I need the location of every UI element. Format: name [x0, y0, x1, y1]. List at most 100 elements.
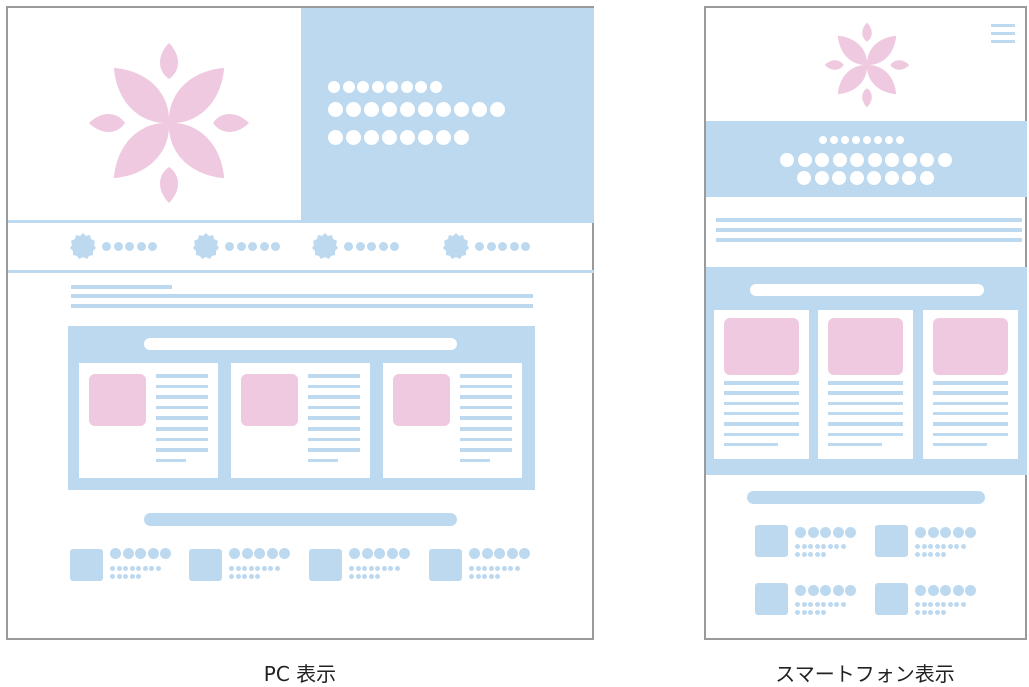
pc-card-image	[393, 374, 450, 426]
sp-card-text-line	[724, 381, 799, 385]
sp-item-title	[915, 585, 976, 596]
pc-card-text-line	[308, 437, 360, 442]
sp-card-text-line	[933, 401, 1008, 406]
sp-card-text-line	[933, 442, 987, 447]
sp-text-line	[716, 228, 1022, 232]
pc-item-thumb	[189, 549, 222, 581]
sp-card-text-line	[933, 381, 1008, 385]
sp-item-thumb	[875, 525, 908, 557]
sp-card-text-line	[828, 442, 882, 447]
pc-text-line-short	[71, 285, 172, 289]
pc-item-text	[110, 574, 141, 579]
sp-hero-dots-3	[797, 171, 934, 185]
sp-item-text	[795, 552, 826, 557]
pc-item-text	[469, 566, 520, 571]
sp-card-image	[828, 318, 903, 375]
pc-item-thumb	[70, 549, 103, 581]
sp-item-title	[795, 585, 856, 596]
sp-item-text	[915, 544, 966, 549]
pc-card-text-line	[156, 384, 208, 389]
sp-card-text-line	[724, 411, 799, 416]
pc-item-text	[229, 566, 280, 571]
pc-text-line	[71, 294, 533, 298]
pc-card-text-line	[156, 374, 208, 378]
pc-card-text-line	[156, 395, 208, 399]
pc-item-thumb	[429, 549, 462, 581]
sp-card-text-line	[724, 401, 799, 406]
sp-card-text-line	[828, 411, 903, 416]
pc-card-text-line	[308, 416, 360, 420]
pc-card-text-line	[156, 458, 186, 463]
sp-card-image	[724, 318, 799, 375]
pc-item-text	[110, 566, 161, 571]
badge-icon[interactable]	[443, 233, 469, 259]
pc-card-text-line	[308, 374, 360, 378]
sp-card-text-line	[724, 422, 799, 426]
pc-item-text	[349, 566, 400, 571]
pc-nav-item-label[interactable]	[102, 242, 157, 251]
pc-card-text-line	[308, 405, 360, 410]
sp-hero-panel	[706, 121, 1027, 197]
pc-bottom-heading	[144, 513, 457, 526]
pc-item-text	[349, 574, 380, 579]
sp-item-title	[795, 527, 856, 538]
pc-hero-dots-2	[328, 102, 505, 117]
pc-item-title	[469, 548, 530, 559]
pc-card-text-line	[308, 384, 360, 389]
badge-icon[interactable]	[70, 233, 96, 259]
sp-hero-dots-1	[819, 136, 904, 144]
sp-text-line	[716, 218, 1022, 222]
pc-card-text-line	[156, 416, 208, 420]
pc-card-text-line	[460, 448, 512, 452]
sp-item-text	[795, 610, 826, 615]
pc-nav-item-label[interactable]	[344, 242, 399, 251]
pc-nav-item-label[interactable]	[475, 242, 530, 251]
sp-card-text-line	[828, 422, 903, 426]
pc-card-text-line	[308, 458, 338, 463]
pc-nav-item-label[interactable]	[225, 242, 280, 251]
sp-card-text-line	[828, 401, 903, 406]
sp-card-text-line	[933, 422, 1008, 426]
pc-card-text-line	[460, 405, 512, 410]
pc-card-text-line	[460, 374, 512, 378]
pc-nav-top-divider	[8, 220, 594, 223]
sp-card-image	[933, 318, 1008, 375]
pc-card-text-line	[460, 395, 512, 399]
flower-icon	[89, 43, 249, 203]
sp-item-text	[915, 552, 946, 557]
pc-nav-bottom-divider	[8, 270, 594, 273]
badge-icon[interactable]	[312, 233, 338, 259]
pc-hero-dots-3	[328, 130, 469, 145]
pc-item-title	[110, 548, 171, 559]
sp-caption: スマートフォン表示	[775, 662, 955, 686]
pc-card-text-line	[308, 448, 360, 452]
pc-item-title	[349, 548, 410, 559]
sp-card-text-line	[724, 432, 799, 436]
sp-card-section-heading	[750, 284, 984, 296]
sp-card-text-line	[933, 432, 1008, 436]
sp-card-text-line	[724, 442, 778, 447]
sp-item-title	[915, 527, 976, 538]
sp-mockup-frame	[704, 6, 1027, 640]
pc-mockup-frame	[6, 6, 594, 640]
sp-item-thumb	[755, 525, 788, 557]
pc-item-title	[229, 548, 290, 559]
pc-card-image	[241, 374, 298, 426]
pc-card-text-line	[156, 437, 208, 442]
sp-item-text	[915, 610, 946, 615]
sp-card-text-line	[828, 432, 903, 436]
pc-item-text	[229, 574, 260, 579]
hamburger-menu-icon[interactable]	[991, 24, 1015, 44]
pc-card-text-line	[156, 448, 208, 452]
sp-card-text-line	[828, 391, 903, 395]
pc-card-text-line	[156, 427, 208, 431]
pc-card-section-heading	[144, 338, 457, 350]
badge-icon[interactable]	[193, 233, 219, 259]
sp-card-text-line	[828, 381, 903, 385]
pc-card-text-line	[308, 427, 360, 431]
pc-card-text-line	[460, 437, 512, 442]
sp-item-thumb	[755, 583, 788, 615]
pc-text-line	[71, 304, 533, 308]
sp-item-text	[915, 602, 966, 607]
sp-item-thumb	[875, 583, 908, 615]
